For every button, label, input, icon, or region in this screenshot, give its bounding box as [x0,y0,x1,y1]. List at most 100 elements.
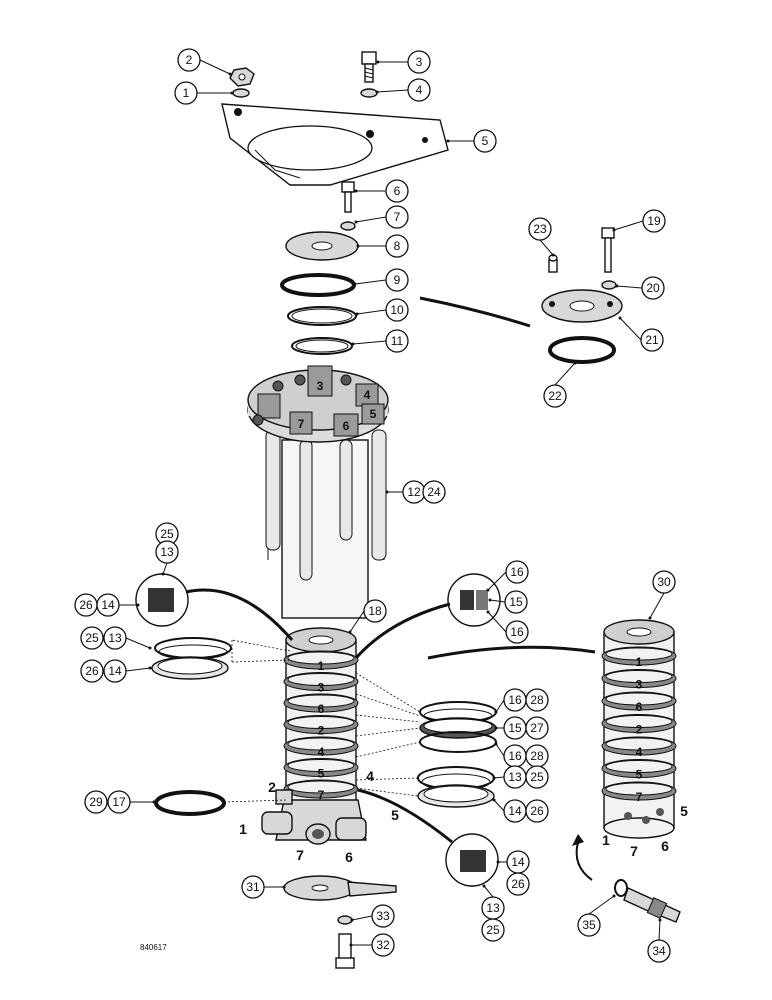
leader-arrowhead [136,603,140,607]
callout-label: 14 [101,598,115,612]
o-ring-22 [548,336,616,364]
callout-label: 5 [482,134,489,148]
housing-port-4a: 4 [364,388,371,402]
callout-c29: 29 [84,790,108,814]
leader-arrowhead [648,616,652,620]
leader-arrowhead [348,630,352,634]
leader-arrowhead [351,342,355,346]
callout-label: 4 [416,83,423,97]
rotation-arrow [575,841,593,881]
callout-label: 16 [510,625,524,639]
assembly-arrow-30 [427,645,596,660]
leader-arrowhead [356,244,360,248]
leader-line [554,362,576,386]
callout-label: 24 [427,485,441,499]
leader-arrowhead [494,710,498,714]
callout-c27: 27 [525,716,549,740]
washer-1 [232,88,250,98]
callout-c25b: 25 [80,626,104,650]
callout-c21: 21 [640,328,664,352]
callout-label: 11 [391,334,404,348]
leader-arrowhead [152,800,156,804]
callout-c28b: 28 [525,744,549,768]
leader-line [354,279,387,285]
o-ring-9 [280,273,356,297]
callout-label: 35 [582,918,596,932]
o-ring-35 [614,879,628,897]
housing-port-5: 5 [370,407,377,421]
leader-arrowhead [282,885,286,889]
leader-arrowhead [355,312,359,316]
callout-label: 26 [79,598,93,612]
snap-ring-10 [287,306,357,326]
callout-c3: 3 [407,50,431,74]
bolt-32 [335,933,355,969]
callout-label: 16 [508,693,522,707]
ring-port-label: 2 [636,723,643,737]
o-ring-29-17 [154,790,226,816]
callout-c30: 30 [652,570,676,594]
callout-circle [481,918,505,942]
guide-dash-line [355,787,419,797]
ring-groove-inner [287,737,355,751]
swivel-housing-12 [247,365,389,619]
leader-line [616,285,643,289]
detail-seal-left [135,573,294,641]
ring-groove-inner [287,651,355,665]
callout-label: 12 [407,485,421,499]
callout-label: 26 [85,664,99,678]
ring-port-label: 1 [636,655,643,669]
leader-arrowhead [375,90,379,94]
bolt-19 [601,227,615,273]
leader-line [376,89,409,93]
callout-circle [525,716,549,740]
ring-port-label: 5 [636,768,643,782]
leader-arrowhead [488,598,492,602]
left-port-6: 6 [345,849,353,865]
ring-groove-inner [287,759,355,772]
manifold-block [261,789,367,845]
leader-arrowhead [353,282,357,286]
ring-port-label: 4 [636,745,643,759]
left-port-2: 2 [268,779,276,795]
housing-port-7: 7 [298,417,305,431]
callout-label: 9 [394,273,401,287]
callout-label: 15 [508,721,522,735]
replacement-arrow-21 [419,296,531,328]
seal-ring-13 [154,637,232,660]
guide-dash-line [355,727,421,737]
leader-line [162,562,168,575]
callout-c13c: 13 [503,765,527,789]
leader-line [539,239,554,256]
guide-dash-line [231,639,291,652]
callout-label: 32 [376,938,390,952]
callout-c15b: 15 [503,716,527,740]
leader-line [493,776,505,779]
callout-c15a: 15 [504,590,528,614]
callout-c25d: 25 [481,918,505,942]
guide-dash-line [355,672,421,713]
leader-arrowhead [573,361,577,365]
leader-line [349,610,365,633]
seal-ring-14 [151,656,229,680]
callout-c35: 35 [577,913,601,937]
callout-c10: 10 [385,298,409,322]
leader-line [125,637,151,649]
left-port-1: 1 [239,821,247,837]
leader-arrowhead [350,918,354,922]
leader-arrowhead [230,91,234,95]
callout-c16b: 16 [505,620,529,644]
callout-label: 16 [508,749,522,763]
callout-c14d: 14 [506,850,530,874]
leader-line [356,309,387,315]
callout-label: 6 [394,184,401,198]
seal-ring-14-26 [417,784,495,808]
leader-arrowhead [612,228,616,232]
callout-c6: 6 [385,179,409,203]
callout-c14a: 14 [96,593,120,617]
leader-arrowhead [349,943,353,947]
housing-port-3: 3 [317,379,324,393]
cap-plate-21 [541,289,623,323]
